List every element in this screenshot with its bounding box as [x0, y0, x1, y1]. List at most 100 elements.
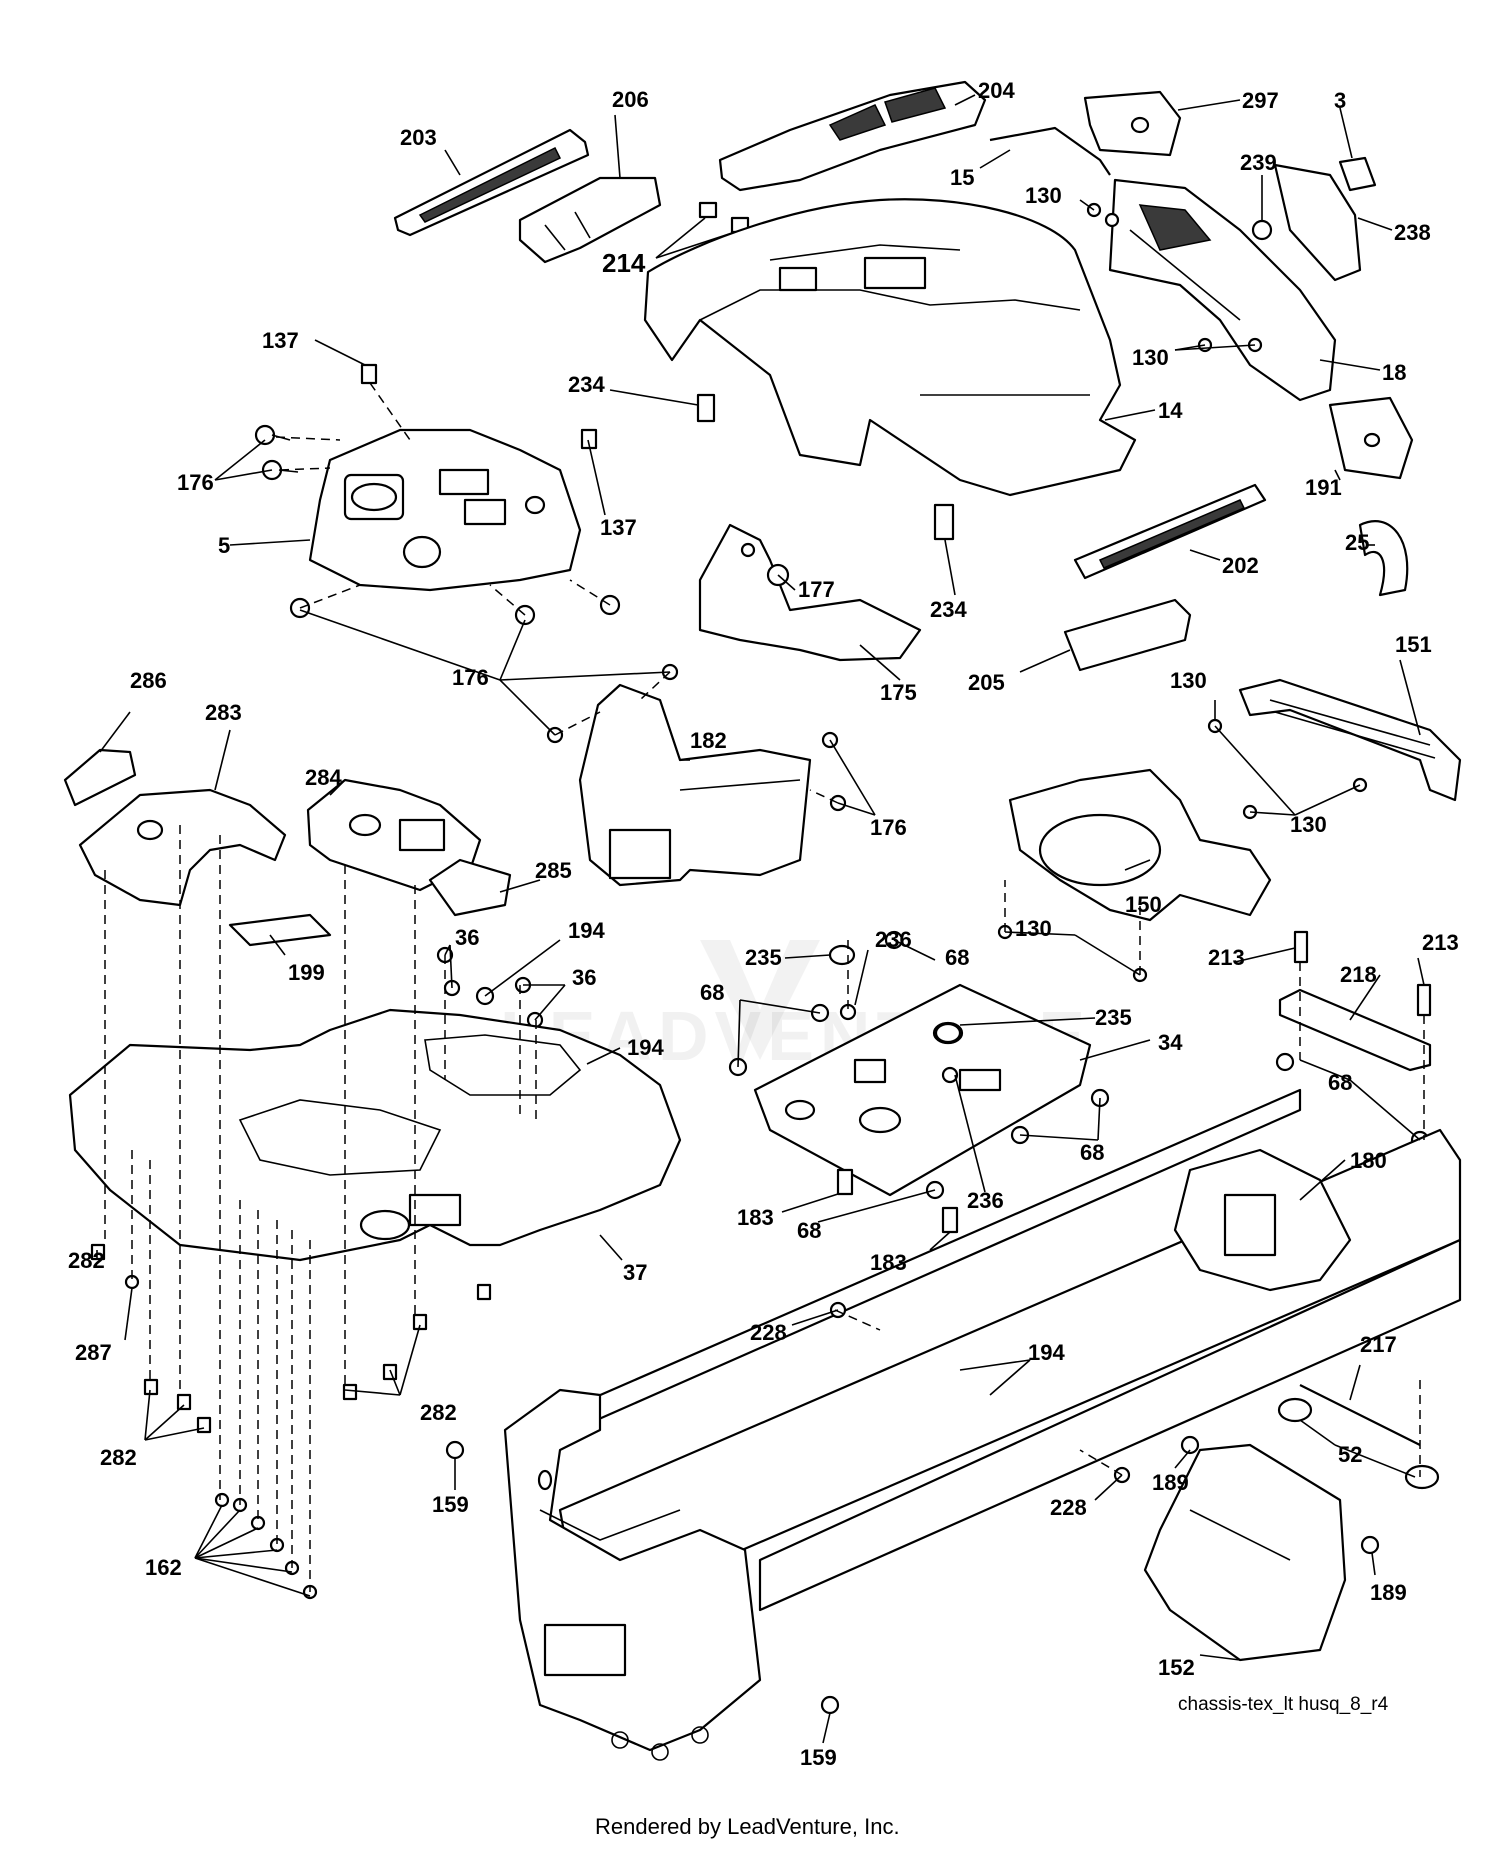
callout-15: 15 — [950, 165, 974, 190]
callout-labels: 203 206 204 297 3 15 130 239 238 214 130… — [68, 78, 1459, 1770]
callout-152: 152 — [1158, 1655, 1195, 1680]
callout-285: 285 — [535, 858, 572, 883]
callout-37: 37 — [623, 1260, 647, 1285]
callout-204: 204 — [978, 78, 1015, 103]
callout-130: 130 — [1132, 345, 1169, 370]
callout-130: 130 — [1025, 183, 1062, 208]
callout-68: 68 — [700, 980, 724, 1005]
rendered-by-credit: Rendered by LeadVenture, Inc. — [595, 1814, 900, 1839]
callout-14: 14 — [1158, 398, 1183, 423]
callout-130: 130 — [1170, 668, 1207, 693]
callout-228: 228 — [750, 1320, 787, 1345]
part-213-bolts — [1293, 930, 1432, 1017]
part-218-bracket — [1278, 988, 1432, 1072]
callout-159: 159 — [432, 1492, 469, 1517]
callout-191: 191 — [1305, 475, 1342, 500]
callout-194: 194 — [1028, 1340, 1065, 1365]
callout-36: 36 — [572, 965, 596, 990]
part-206-bracket — [518, 176, 662, 264]
part-282-clips — [90, 1243, 492, 1434]
part-15-trim — [989, 126, 1111, 176]
callout-282: 282 — [100, 1445, 137, 1470]
callout-34: 34 — [1158, 1030, 1183, 1055]
callout-235: 235 — [1095, 1005, 1132, 1030]
callout-214: 214 — [602, 248, 646, 278]
callout-151: 151 — [1395, 632, 1432, 657]
part-234-clip-a — [696, 393, 716, 423]
callout-137: 137 — [262, 328, 299, 353]
part-297-cap — [1083, 90, 1182, 157]
callout-286: 286 — [130, 668, 167, 693]
part-239-nut — [1251, 219, 1273, 241]
part-25-clip — [1358, 520, 1409, 597]
part-162-screws — [214, 1492, 318, 1600]
callout-183: 183 — [737, 1205, 774, 1230]
callout-199: 199 — [288, 960, 325, 985]
part-130-screws — [997, 202, 1368, 983]
part-159-bolts — [445, 1440, 840, 1715]
callout-238: 238 — [1394, 220, 1431, 245]
callout-183: 183 — [870, 1250, 907, 1275]
part-202-grille-strip — [1073, 483, 1267, 580]
callout-52: 52 — [1338, 1442, 1362, 1467]
callout-5: 5 — [218, 533, 230, 558]
callout-25: 25 — [1345, 530, 1369, 555]
callout-282: 282 — [420, 1400, 457, 1425]
callout-162: 162 — [145, 1555, 182, 1580]
callout-213: 213 — [1208, 945, 1245, 970]
part-205-bracket — [1063, 598, 1192, 672]
callout-137: 137 — [600, 515, 637, 540]
part-236-washers — [839, 1003, 959, 1084]
callout-282: 282 — [68, 1248, 105, 1273]
callout-203: 203 — [400, 125, 437, 150]
alignment-lines — [104, 382, 1425, 1592]
callout-176: 176 — [452, 665, 489, 690]
callout-176: 176 — [870, 815, 907, 840]
part-191-cap — [1328, 396, 1414, 480]
part-182-console — [578, 683, 812, 887]
callout-159: 159 — [800, 1745, 837, 1770]
callout-234: 234 — [568, 372, 605, 397]
callout-239: 239 — [1240, 150, 1277, 175]
part-151-bracket — [1238, 678, 1462, 802]
callout-287: 287 — [75, 1340, 112, 1365]
callout-68: 68 — [945, 945, 969, 970]
part-199-plate — [228, 913, 332, 947]
callout-130: 130 — [1290, 812, 1327, 837]
part-18-grille-assembly — [1108, 178, 1337, 402]
callout-175: 175 — [880, 680, 917, 705]
part-5-dash-panel — [308, 428, 582, 592]
part-52-grommets — [1277, 1397, 1440, 1490]
callout-130: 130 — [1015, 916, 1052, 941]
part-238-side-panel — [1273, 163, 1362, 282]
callout-180: 180 — [1350, 1148, 1387, 1173]
callout-283: 283 — [205, 700, 242, 725]
part-37-fender — [68, 1008, 682, 1262]
callout-236: 236 — [967, 1188, 1004, 1213]
callout-218: 218 — [1340, 962, 1377, 987]
callout-3: 3 — [1334, 88, 1346, 113]
callout-68: 68 — [1328, 1070, 1352, 1095]
callout-68: 68 — [1080, 1140, 1104, 1165]
callout-194: 194 — [568, 918, 605, 943]
part-286-cap — [63, 748, 137, 807]
callout-228: 228 — [1050, 1495, 1087, 1520]
part-183-bolts — [836, 1168, 959, 1234]
callout-177: 177 — [798, 577, 835, 602]
callout-194: 194 — [627, 1035, 664, 1060]
callout-182: 182 — [690, 728, 727, 753]
part-214-clips — [698, 201, 750, 234]
part-234-clip-b — [933, 503, 955, 541]
callout-206: 206 — [612, 87, 649, 112]
part-180-bracket — [1173, 1148, 1352, 1292]
callout-236: 236 — [875, 927, 912, 952]
callout-189: 189 — [1370, 1580, 1407, 1605]
callout-36: 36 — [455, 925, 479, 950]
callout-205: 205 — [968, 670, 1005, 695]
part-204-hood-vent — [718, 80, 987, 192]
part-203-grille-strip — [393, 128, 590, 237]
callout-18: 18 — [1382, 360, 1406, 385]
callout-234: 234 — [930, 597, 967, 622]
part-283-fender-cover — [78, 788, 287, 907]
